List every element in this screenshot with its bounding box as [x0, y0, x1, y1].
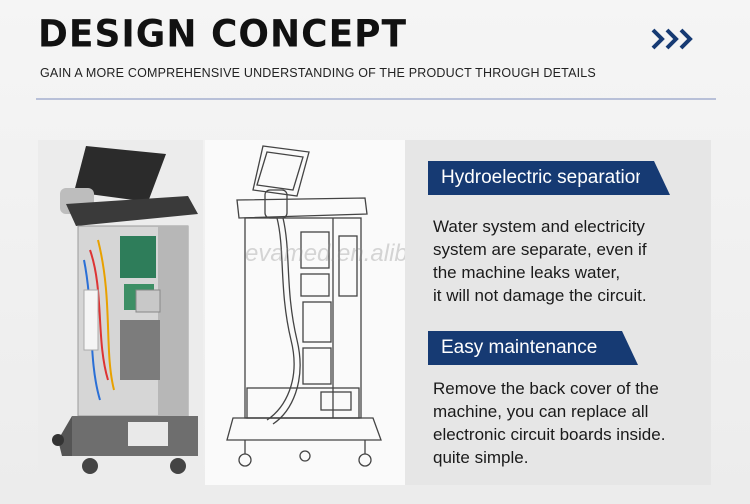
feature-panel: [405, 140, 711, 485]
feature-title-label: Hydroelectric separation: [441, 167, 646, 188]
feature-title-maintenance: Easy maintenance: [432, 331, 617, 365]
feature-line: Remove the back cover of the: [433, 379, 659, 398]
machine-line-drawing: [205, 140, 405, 485]
header-divider: [36, 98, 716, 100]
triple-chevron-right-icon: [651, 28, 693, 50]
feature-description-maintenance: Remove the back cover of the machine, yo…: [433, 377, 665, 469]
feature-line: electronic circuit boards inside.: [433, 425, 666, 444]
feature-line: machine, you can replace all: [433, 402, 649, 421]
tag-tail-shape: [608, 331, 638, 365]
feature-title-label: Easy maintenance: [441, 337, 598, 358]
feature-description-hydroelectric: Water system and electricity system are …: [433, 215, 647, 307]
feature-line: the machine leaks water,: [433, 263, 621, 282]
tag-tail-shape: [640, 161, 670, 195]
page-subtitle: GAIN A MORE COMPREHENSIVE UNDERSTANDING …: [40, 66, 596, 80]
page-title: DESIGN CONCEPT: [38, 12, 408, 57]
feature-line: Water system and electricity: [433, 217, 645, 236]
feature-line: quite simple.: [433, 448, 529, 467]
feature-title-hydroelectric: Hydroelectric separation: [432, 161, 649, 195]
tag-accent-bar: [428, 331, 432, 365]
tag-accent-bar: [428, 161, 432, 195]
feature-line: system are separate, even if: [433, 240, 647, 259]
feature-line: it will not damage the circuit.: [433, 286, 647, 305]
machine-internals-photo: [38, 140, 203, 485]
